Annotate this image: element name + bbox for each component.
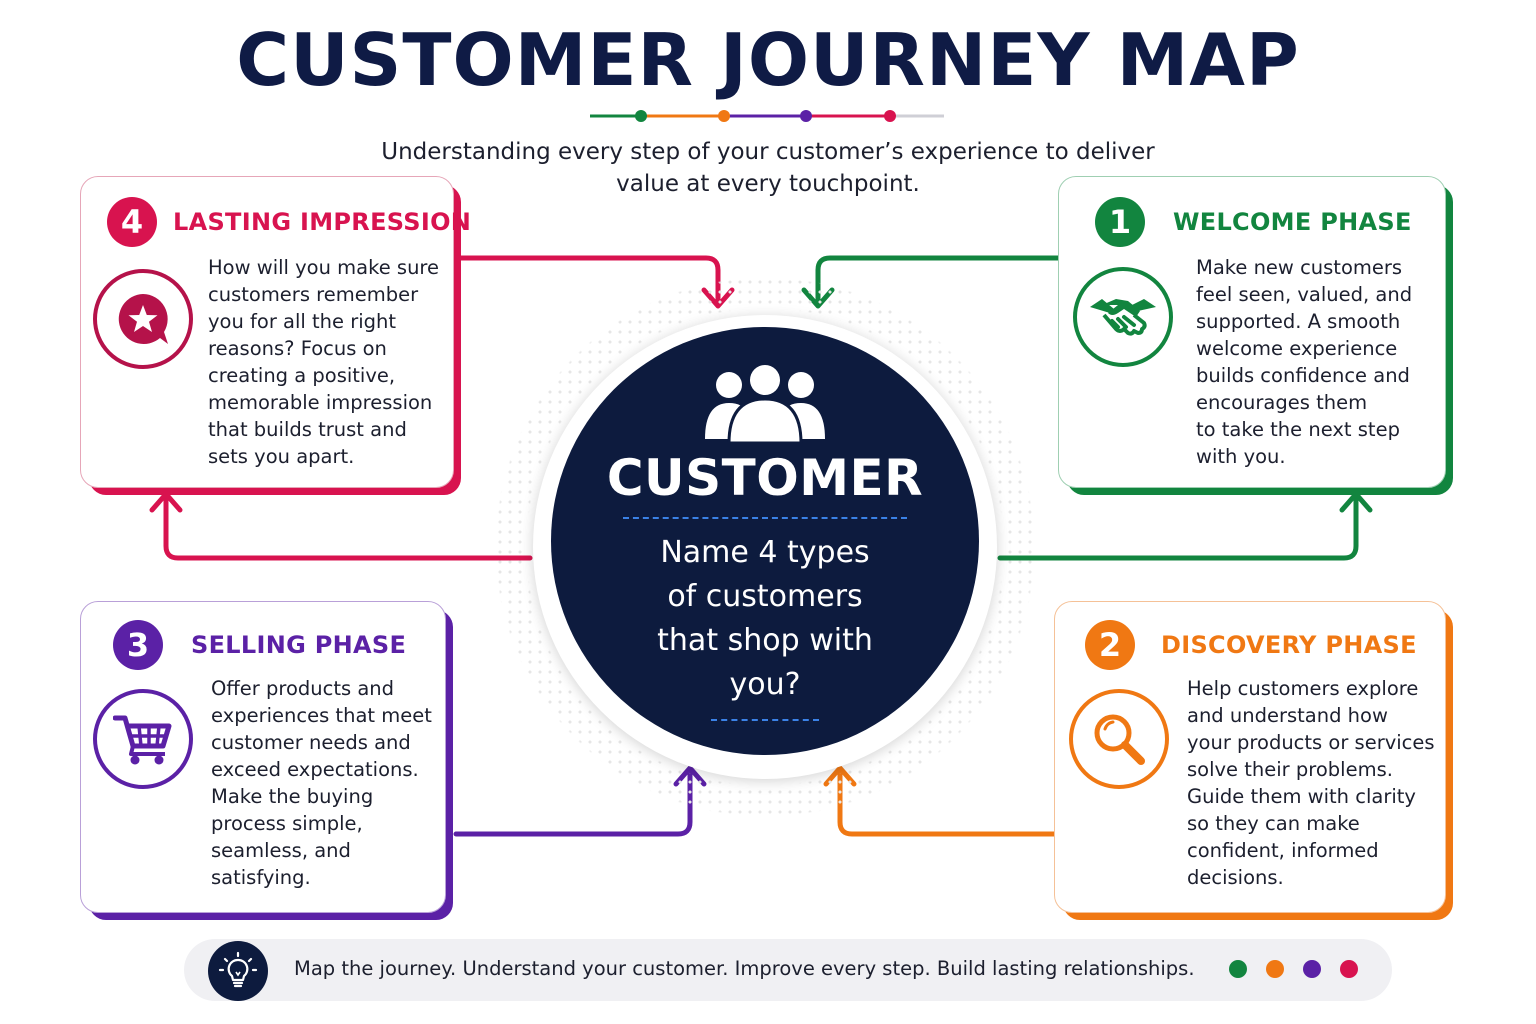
phase-card-welcome: 1 WELCOME PHASE Make new customers feel …	[1058, 176, 1446, 488]
phase-title: WELCOME PHASE	[1173, 208, 1412, 236]
footer-dot-green	[1229, 960, 1247, 978]
footer-dot-crimson	[1340, 960, 1358, 978]
phase-card-selling: 3 SELLING PHASE Offer products and exper…	[80, 601, 446, 913]
footer-dot-purple	[1303, 960, 1321, 978]
phase-number-badge: 2	[1085, 620, 1135, 670]
handshake-icon	[1073, 267, 1173, 367]
phase-description: Offer products and experiences that meet…	[211, 677, 432, 889]
phase-title: SELLING PHASE	[191, 631, 407, 659]
phase-description: How will you make sure customers remembe…	[208, 256, 440, 468]
hub-title: CUSTOMER	[606, 449, 924, 507]
phase-number-badge: 4	[107, 197, 157, 247]
phase-description: Make new customers feel seen, valued, an…	[1196, 256, 1413, 468]
hub-question: Name 4 types of customers that shop with…	[657, 535, 873, 702]
shopping-cart-icon	[93, 689, 193, 789]
people-group-icon	[705, 363, 825, 443]
title-divider	[590, 110, 944, 122]
star-speech-bubble-icon	[93, 269, 193, 369]
page-title: CUSTOMER JOURNEY MAP	[236, 18, 1300, 102]
phase-number-badge: 1	[1095, 197, 1145, 247]
hub-divider-short	[711, 719, 819, 721]
footer-banner: Map the journey. Understand your custome…	[184, 939, 1392, 1001]
customer-hub: CUSTOMER Name 4 types of customers that …	[551, 327, 979, 755]
phase-card-lasting-impression: 4 LASTING IMPRESSION How will you make s…	[80, 176, 471, 488]
magnifier-icon	[1069, 689, 1169, 789]
phase-number-badge: 3	[113, 620, 163, 670]
hub-divider	[623, 517, 907, 519]
phase-description: Help customers explore and understand ho…	[1187, 677, 1435, 889]
phase-title: LASTING IMPRESSION	[173, 208, 472, 236]
lightbulb-icon	[208, 941, 268, 1001]
phase-title: DISCOVERY PHASE	[1161, 631, 1417, 659]
phase-card-discovery: 2 DISCOVERY PHASE Help customers explore…	[1054, 601, 1446, 913]
footer-dot-orange	[1266, 960, 1284, 978]
footer-message: Map the journey. Understand your custome…	[294, 957, 1195, 980]
page-subtitle: Understanding every step of your custome…	[381, 139, 1155, 197]
